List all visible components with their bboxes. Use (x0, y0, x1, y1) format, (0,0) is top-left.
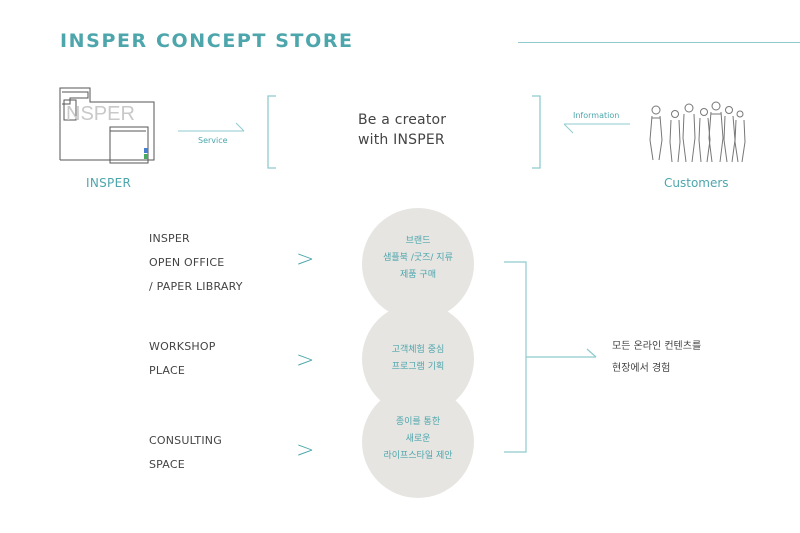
insper-label: INSPER (86, 176, 132, 190)
space-label-line: SPACE (149, 458, 185, 471)
customers-figures-icon (649, 101, 746, 163)
circle-line: 고객체험 중심 (391, 345, 445, 355)
slogan-line: Be a creator (358, 112, 447, 128)
chevron-right-icon: > (296, 438, 315, 463)
circle-line: 브랜드 (405, 236, 431, 246)
service-label: Service (198, 136, 228, 145)
circle-consulting (362, 386, 474, 498)
space-label-open-office: INSPER OPEN OFFICE / PAPER LIBRARY (149, 227, 243, 299)
spaces-bracket (504, 261, 597, 453)
circle-line: 종이를 통한 (395, 417, 441, 427)
circle-line: 라이프스타일 제안 (383, 451, 453, 461)
space-label-line: / PAPER LIBRARY (149, 280, 243, 293)
slogan: Be a creator with INSPER (358, 110, 446, 150)
space-label-line: CONSULTING (149, 434, 222, 447)
circle-line: 샘플북 /굿즈/ 지류 (383, 253, 453, 263)
result-line: 현장에서 경험 (612, 363, 671, 374)
circle-consulting-text: 종이를 통한 새로운 라이프스타일 제안 (348, 414, 488, 465)
space-label-line: PLACE (149, 364, 185, 377)
circle-workshop-text: 고객체험 중심 프로그램 기획 (348, 342, 488, 376)
circle-line: 프로그램 기획 (391, 362, 445, 372)
slogan-brackets (267, 95, 541, 169)
customers-label: Customers (664, 176, 729, 190)
information-arrow-icon (563, 123, 630, 134)
chevron-right-icon: > (296, 348, 315, 373)
circle-line: 제품 구매 (400, 270, 436, 280)
result-text: 모든 온라인 컨텐츠를 현장에서 경험 (612, 336, 701, 380)
space-label-consulting: CONSULTING SPACE (149, 429, 222, 477)
space-label-workshop: WORKSHOP PLACE (149, 335, 216, 383)
chevron-right-icon: > (296, 247, 315, 272)
service-arrow-icon (178, 122, 245, 132)
circle-brand-text: 브랜드 샘플북 /굿즈/ 지류 제품 구매 (348, 233, 488, 284)
space-label-line: WORKSHOP (149, 340, 216, 353)
circle-brand (362, 208, 474, 320)
information-label: Information (573, 111, 620, 120)
page-title: INSPER CONCEPT STORE (60, 30, 354, 52)
slogan-line: with INSPER (358, 132, 445, 148)
space-label-line: INSPER (149, 232, 190, 245)
store-sketch-icon (59, 87, 155, 164)
space-label-line: OPEN OFFICE (149, 256, 225, 269)
logo-text: NSPER (66, 103, 135, 125)
circle-line: 새로운 (405, 434, 431, 444)
result-line: 모든 온라인 컨텐츠를 (612, 341, 702, 352)
title-rule (518, 42, 800, 43)
